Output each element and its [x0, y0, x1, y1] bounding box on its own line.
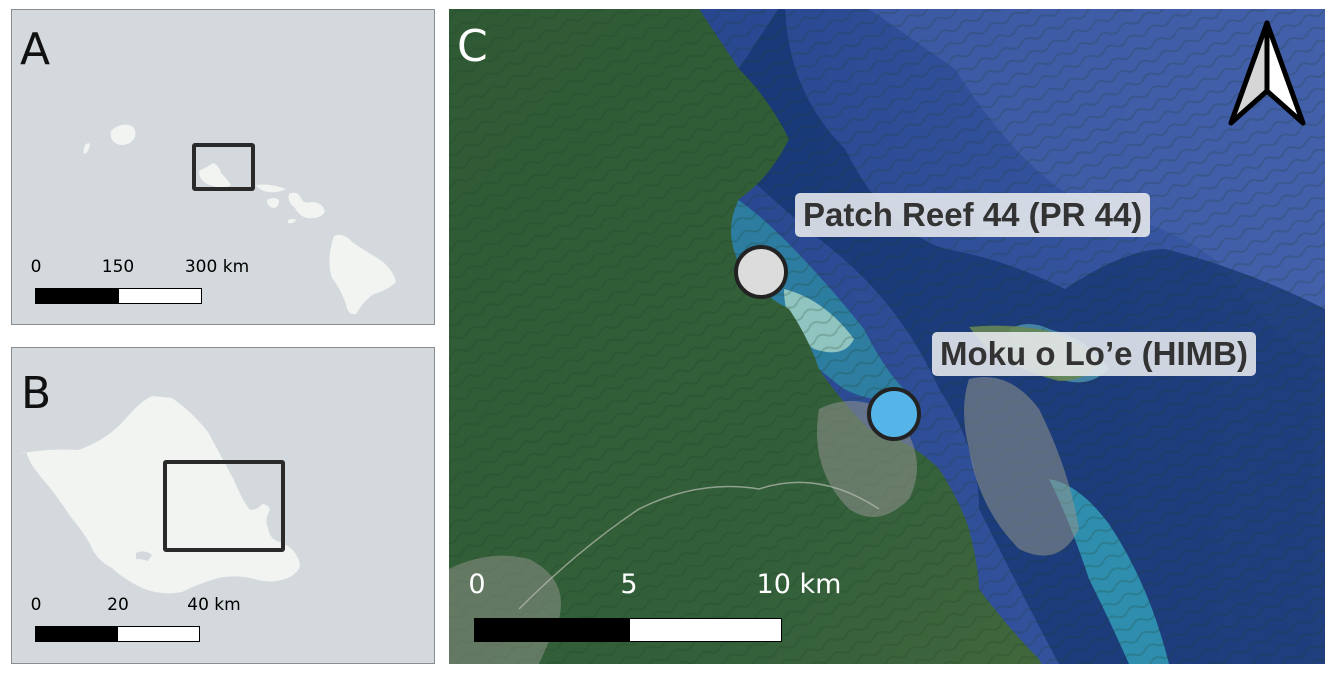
scale-label-mid: 150	[101, 257, 135, 277]
scale-label-mid: 5	[620, 569, 638, 600]
scale-label-0: 0	[30, 257, 42, 277]
scale-bar	[35, 288, 202, 304]
site-label-patch-reef-44: Patch Reef 44 (PR 44)	[795, 193, 1151, 237]
scale-bar	[35, 626, 200, 642]
site-label-moku-o-loe: Moku o Lo’e (HIMB)	[932, 332, 1256, 376]
scale-bar	[474, 618, 782, 642]
site-marker-moku-o-loe[interactable]	[867, 387, 921, 441]
scale-label-max: 10 km	[756, 569, 842, 600]
inset-extent-box-kaneohe	[163, 460, 285, 552]
scale-label-max: 40 km	[187, 595, 241, 615]
panel-letter-b: B	[21, 368, 52, 419]
north-arrow-icon	[1228, 20, 1306, 126]
panel-letter-c: C	[457, 21, 488, 72]
scale-label-mid: 20	[107, 595, 129, 615]
scale-label-0: 0	[30, 595, 42, 615]
panel-a-hawaiian-islands-map: A 0 150 300 km	[11, 9, 435, 325]
scale-label-max: 300 km	[184, 257, 250, 277]
site-marker-patch-reef-44[interactable]	[734, 245, 788, 299]
panel-c-kaneohe-bay-satellite: C Patch Reef 44 (PR 44) Moku o Lo’e (HIM…	[449, 9, 1325, 664]
hawaiian-islands-landmass	[83, 124, 396, 315]
panel-b-oahu-map: B 0 20 40 km	[11, 347, 435, 664]
oahu-landmass	[18, 396, 300, 594]
scale-label-0: 0	[468, 569, 486, 600]
panel-letter-a: A	[20, 24, 51, 75]
inset-extent-box-oahu	[192, 143, 255, 191]
